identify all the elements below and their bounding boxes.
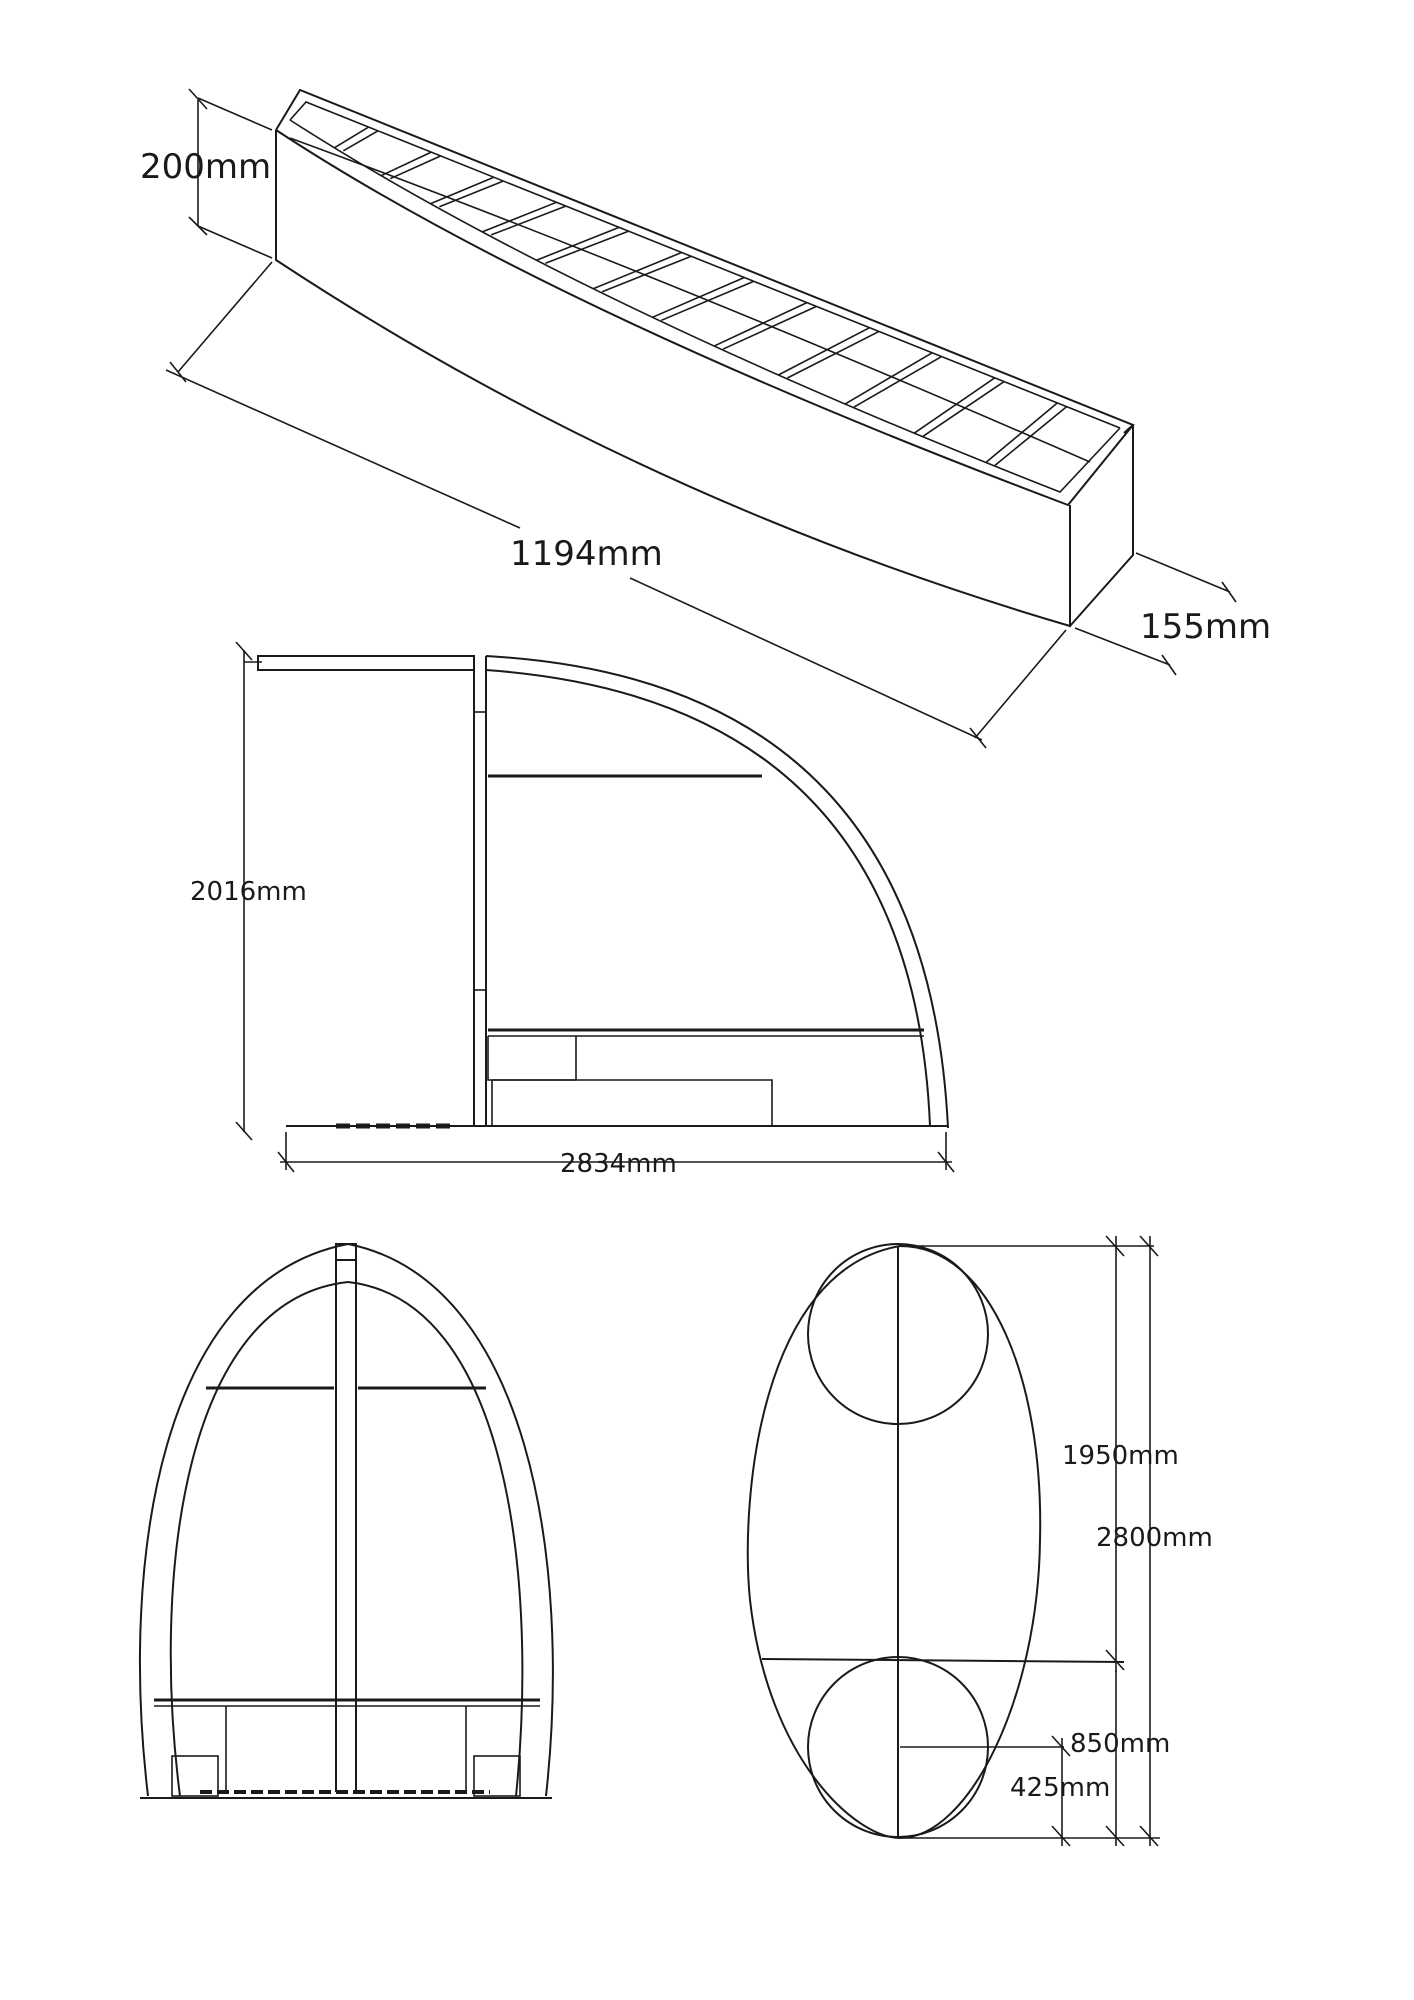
grid-rib [380,151,432,177]
grid-rib [481,201,557,233]
grid-rib-inner [342,130,379,152]
grid-rib [713,301,808,347]
grid-rib-inner [922,381,1005,437]
grid-rib-inner [661,280,754,322]
pod-front-profile [138,1242,554,1799]
grid-rib [985,402,1058,464]
dim-plan-inner: 1950mm [900,1235,1179,1672]
grid-rib-inner [722,305,817,350]
front-elevation-view [138,1242,554,1799]
grid-rib [592,251,682,290]
dim-module-length: 1194mm [165,261,1067,749]
grid-rib-inner [439,180,504,208]
grid-rib-inner [853,356,942,408]
dim-pod-length-label: 2834mm [560,1149,677,1179]
dim-module-height: 200mm [140,88,273,259]
grid-rib [536,226,620,261]
grid-rib [652,276,745,319]
grid-rib [913,377,996,434]
dim-module-height-label: 200mm [140,147,271,187]
grid-rib [333,126,370,149]
grid-rib-inner [786,330,879,379]
grid-ribs [333,126,1067,467]
dim-plan-overall: 2800mm [1096,1235,1213,1847]
grid-rib-inner [545,230,629,264]
pod-side-profile [257,655,949,1129]
grid-rib [844,352,933,405]
dim-module-depth-label: 155mm [1140,607,1271,647]
dim-plan-overall-label: 2800mm [1096,1523,1213,1553]
grid-rib [777,326,870,376]
grid-rib-inner [601,255,691,293]
dim-circle-radius: 425mm [900,1735,1110,1847]
module-outline [275,88,1135,628]
side-elevation-view: 2016mm 2834mm [190,641,955,1179]
pod-plan-profile [746,1243,1125,1840]
grid-rib [430,176,495,205]
grid-rib-inner [490,205,566,236]
dim-module-depth: 155mm [1074,552,1271,676]
grid-rib-inner [994,406,1067,467]
dim-pod-height-label: 2016mm [190,877,307,907]
dim-circle-diameter-label: 850mm [1070,1729,1170,1759]
dim-module-length-label: 1194mm [510,534,663,574]
plan-view: 1950mm 2800mm 850mm 425mm [746,1235,1213,1847]
dim-pod-length: 2834mm [277,1132,955,1179]
dim-circle-radius-label: 425mm [1010,1773,1110,1803]
dim-plan-inner-label: 1950mm [1062,1441,1179,1471]
module-isometric-view: 200mm 1194mm 155mm [140,88,1271,749]
grid-rib-inner [389,155,441,180]
dim-pod-height: 2016mm [190,641,307,1141]
dim-circle-diameter: 850mm [900,1670,1170,1847]
